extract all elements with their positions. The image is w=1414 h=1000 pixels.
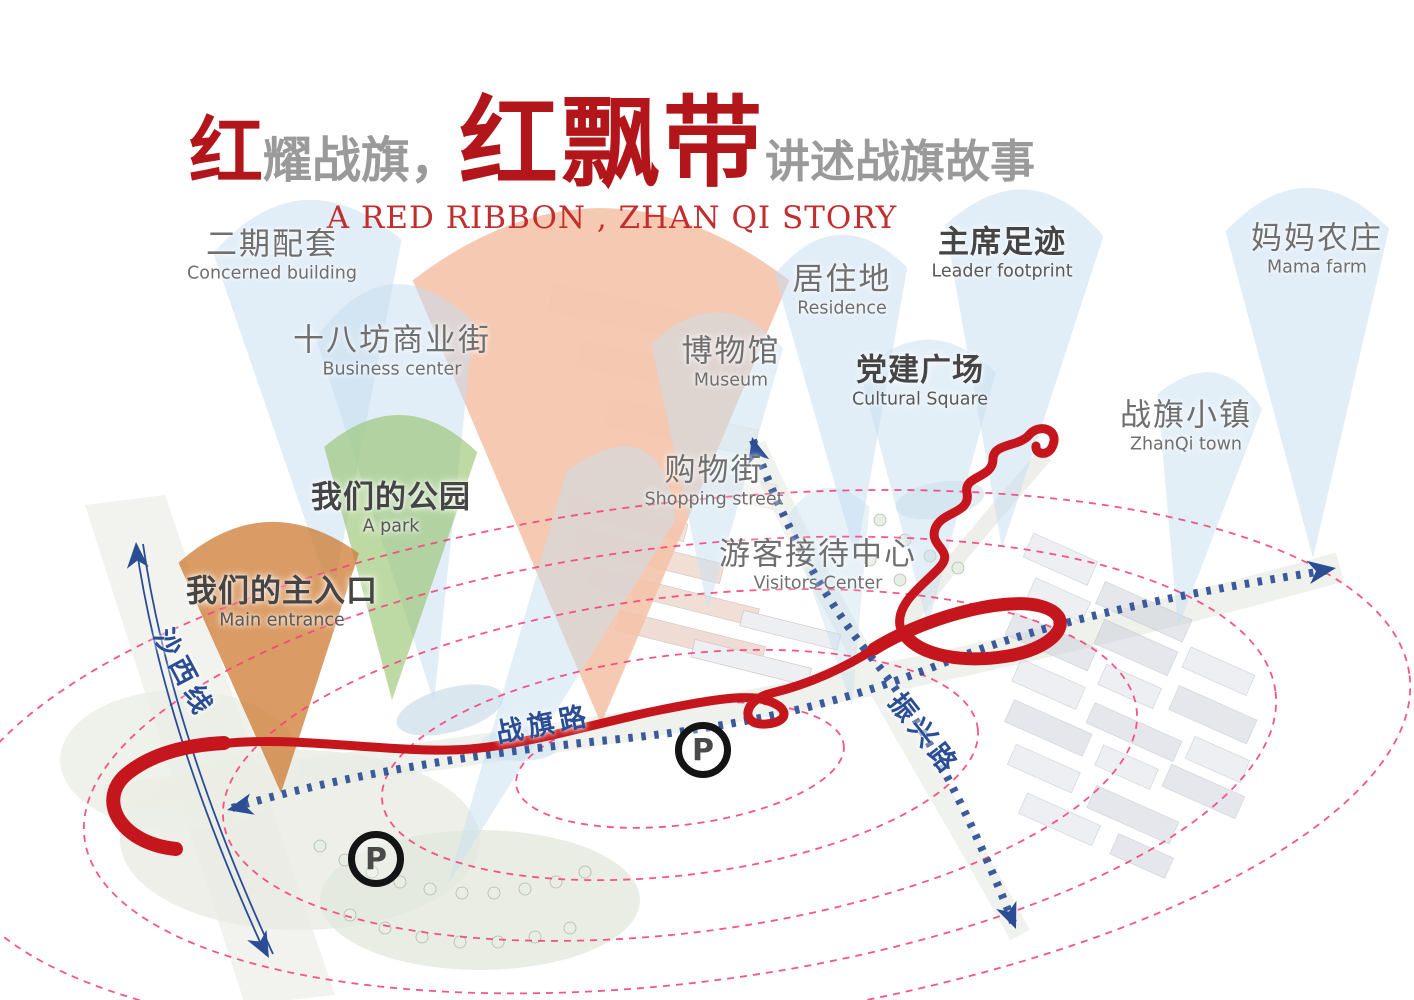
direction-arrow-icon xyxy=(247,929,269,958)
view-cone-museum xyxy=(651,312,783,610)
view-cone-entrance xyxy=(178,521,359,793)
view-cone-juzhudi xyxy=(774,234,908,558)
direction-arrow-icon xyxy=(126,542,149,569)
view-cone-visitors xyxy=(786,487,870,706)
view-cone-zhuxi xyxy=(945,189,1104,548)
direction-arrow-icon xyxy=(996,900,1017,929)
view-cone-dangjian xyxy=(860,339,996,626)
parking-marker-2: P xyxy=(348,831,404,887)
view-cone-shopping xyxy=(448,446,676,884)
view-cones-layer xyxy=(178,187,1389,884)
road-shaxi-line xyxy=(135,544,267,956)
direction-arrow-icon xyxy=(227,793,255,815)
view-cone-park xyxy=(324,415,478,700)
view-cone-zhanqitown xyxy=(1157,372,1263,628)
view-cone-mama xyxy=(1225,187,1389,559)
direction-arrow-icon xyxy=(748,437,770,465)
radius-ellipses-layer xyxy=(0,489,1412,1000)
circulation-layer xyxy=(126,437,1336,958)
direction-arrow-icon xyxy=(1306,560,1336,584)
red-ribbon-path xyxy=(106,424,1067,856)
parking-marker-1: P xyxy=(675,722,731,778)
